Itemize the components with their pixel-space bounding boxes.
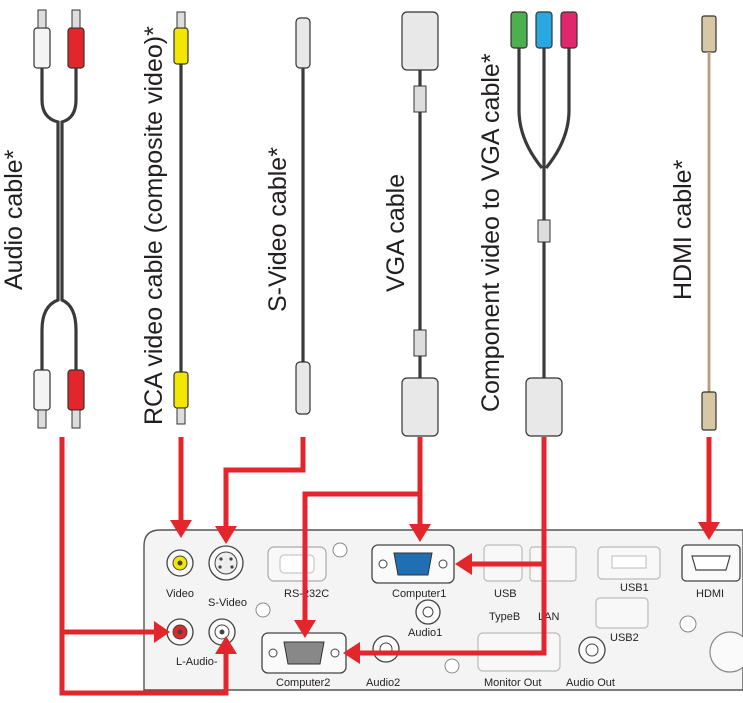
arrow-audio [59,437,229,696]
power-inlet [709,631,743,673]
label-component-to-vga-cable: Component video to VGA cable* [477,53,505,412]
label-audio-cable: Audio cable* [0,149,28,290]
port-label-video: Video [166,588,194,600]
screw-icon [255,602,271,618]
port-label-computer2: Computer2 [276,677,330,689]
port-label-audio2: Audio2 [366,677,400,689]
port-label-audio1: Audio1 [408,627,442,639]
arrow-vga [302,437,423,622]
port-label-typeb: TypeB [489,611,520,623]
rca-video-cable [173,11,189,425]
arrow-s-video [223,437,306,528]
port-label-usb1: USB1 [620,582,649,594]
label-rca-video-cable: RCA video cable (composite video)* [140,26,168,425]
port-label-hdmi: HDMI [696,588,724,600]
port-label-computer1: Computer1 [392,588,446,600]
screw-icon [332,542,348,558]
label-s-video-cable: S-Video cable* [264,147,292,312]
usb2-port [595,597,649,629]
port-label-lan: LAN [538,611,559,623]
hdmi-cable [701,15,717,431]
vga-cable [401,11,439,437]
port-label-audio-out: Audio Out [566,677,615,689]
port-label-l-audio-r: L-Audio- [176,656,218,668]
audio-cable [33,9,85,429]
label-vga-cable: VGA cable [382,174,410,292]
arrow-component [358,437,547,656]
component-to-vga-cable [510,11,578,437]
s-video-cable [295,17,311,415]
port-label-s-video: S-Video [208,597,247,609]
connection-arrows [59,437,720,696]
port-label-monitor-out: Monitor Out [484,677,541,689]
port-label-usb2: USB2 [610,632,639,644]
projector-panel: Video S-Video RS-232C Computer1 USB Type… [143,529,743,691]
label-hdmi-cable: HDMI cable* [669,159,697,300]
port-label-usb: USB [494,588,517,600]
screw-icon [444,658,460,674]
screw-icon [679,615,697,633]
